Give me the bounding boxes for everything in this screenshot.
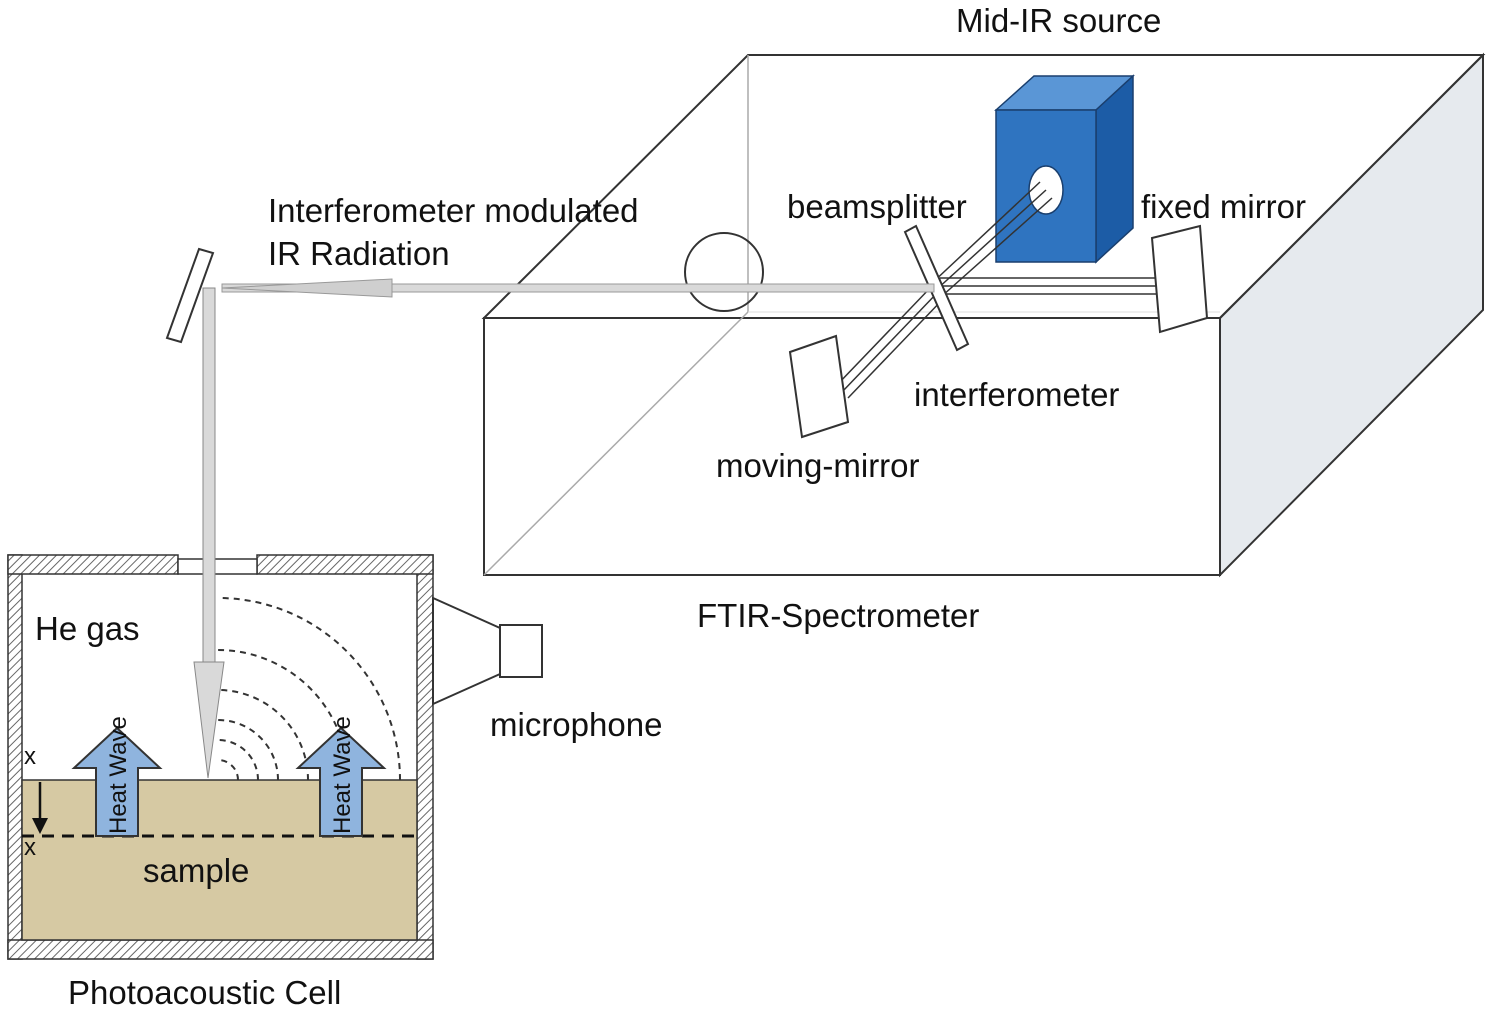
label-ir-radiation: IR Radiation: [268, 235, 450, 272]
mid-ir-source: [994, 74, 1135, 264]
folding-mirror: [165, 247, 215, 344]
label-interferometer-modulated: Interferometer modulated: [268, 192, 639, 229]
box-front-face: [483, 317, 1221, 576]
heat-wave-arrow-left: [71, 726, 163, 837]
microphone-horn: [432, 596, 501, 706]
ftir-spectrometer-box: [481, 52, 1486, 578]
label-moving-mirror: moving-mirror: [716, 447, 920, 484]
depth-marker-arrow: [32, 782, 48, 834]
cell-wall-top-right: [256, 554, 434, 575]
label-ftir-spectrometer: FTIR-Spectrometer: [697, 597, 979, 634]
heat-wave-arrow-right: [295, 726, 387, 837]
label-x-bottom: x: [24, 834, 36, 861]
label-mid-ir-source: Mid-IR source: [956, 2, 1161, 39]
cell-wall-bottom: [7, 939, 434, 960]
acoustic-waves: [217, 597, 401, 781]
label-interferometer: interferometer: [914, 376, 1119, 413]
box-hidden-edge-diagonal: [483, 311, 749, 576]
label-photoacoustic-cell: Photoacoustic Cell: [68, 974, 341, 1011]
label-fixed-mirror: fixed mirror: [1141, 188, 1306, 225]
cell-wall-top-left: [7, 554, 179, 575]
interferometer-beams: [835, 181, 1168, 399]
label-he-gas: He gas: [35, 610, 140, 647]
label-heat-wave-right: Heat Wave: [329, 716, 356, 834]
microphone: [432, 596, 543, 706]
box-right-face: [1219, 52, 1484, 578]
label-x-top: x: [24, 743, 36, 770]
label-sample: sample: [143, 852, 249, 889]
source-side-face: [1095, 74, 1134, 264]
microphone-body: [499, 624, 543, 678]
exit-aperture: [684, 232, 764, 312]
fixed-mirror: [1150, 224, 1209, 334]
cell-wall-left: [7, 554, 23, 960]
cell-wall-right: [416, 554, 434, 960]
moving-mirror: [788, 334, 850, 439]
cell-window: [177, 558, 258, 575]
photoacoustic-cell: [7, 287, 434, 960]
vertical-ir-beam: [193, 287, 225, 779]
label-microphone: microphone: [490, 706, 662, 743]
modulated-ir-beam: [221, 278, 935, 298]
beamsplitter-plate: [903, 224, 970, 352]
label-beamsplitter: beamsplitter: [787, 188, 967, 225]
label-heat-wave-left: Heat Wave: [105, 716, 132, 834]
